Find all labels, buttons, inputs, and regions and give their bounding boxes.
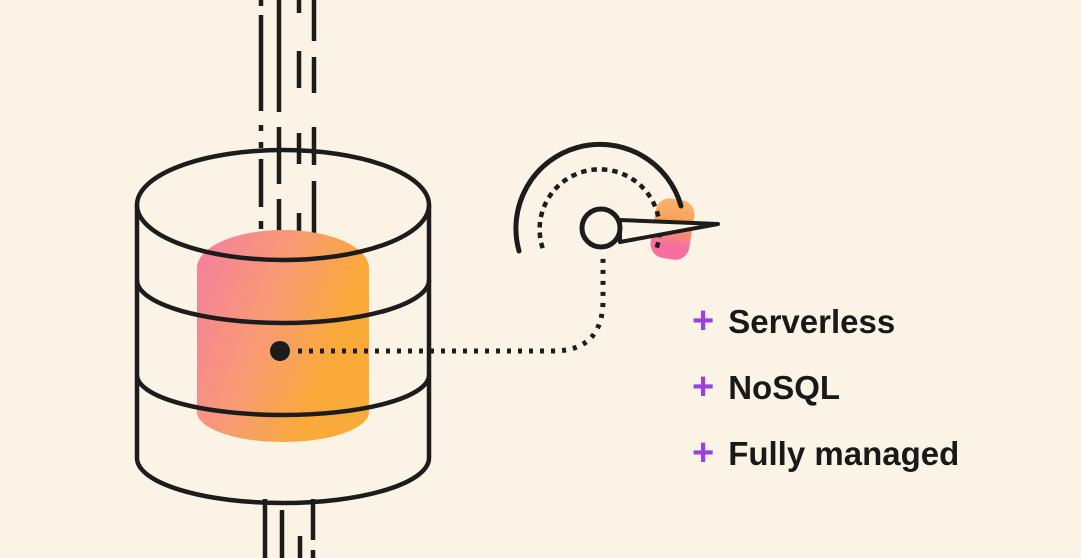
gauge-dotted-arc (537, 167, 662, 250)
cylinder-band-1 (134, 279, 432, 326)
feature-item-fully-managed: + Fully managed (692, 433, 959, 475)
gauge-hub (579, 206, 623, 250)
database-cylinder-icon (134, 147, 432, 506)
feature-label: NoSQL (728, 369, 841, 406)
gauge-outer-arc (513, 142, 684, 254)
cylinder-bottom-arc (134, 457, 432, 506)
feature-item-serverless: + Serverless (692, 301, 959, 343)
gauge-dial-icon (513, 142, 720, 260)
feature-label: Fully managed (728, 435, 960, 472)
plus-icon: + (692, 366, 715, 408)
data-stream-lines-bottom (262, 499, 316, 558)
plus-icon: + (692, 300, 715, 342)
connector-dotted-line (298, 256, 606, 354)
feature-label: Serverless (728, 303, 896, 340)
feature-item-nosql: + NoSQL (692, 367, 959, 409)
cylinder-band-2 (134, 374, 432, 418)
plus-icon: + (692, 432, 715, 474)
query-point-dot (270, 341, 290, 361)
cylinder-gradient-core (197, 230, 369, 442)
feature-list: + Serverless + NoSQL + Fully managed (692, 301, 959, 475)
data-stream-lines-top (258, 0, 317, 250)
